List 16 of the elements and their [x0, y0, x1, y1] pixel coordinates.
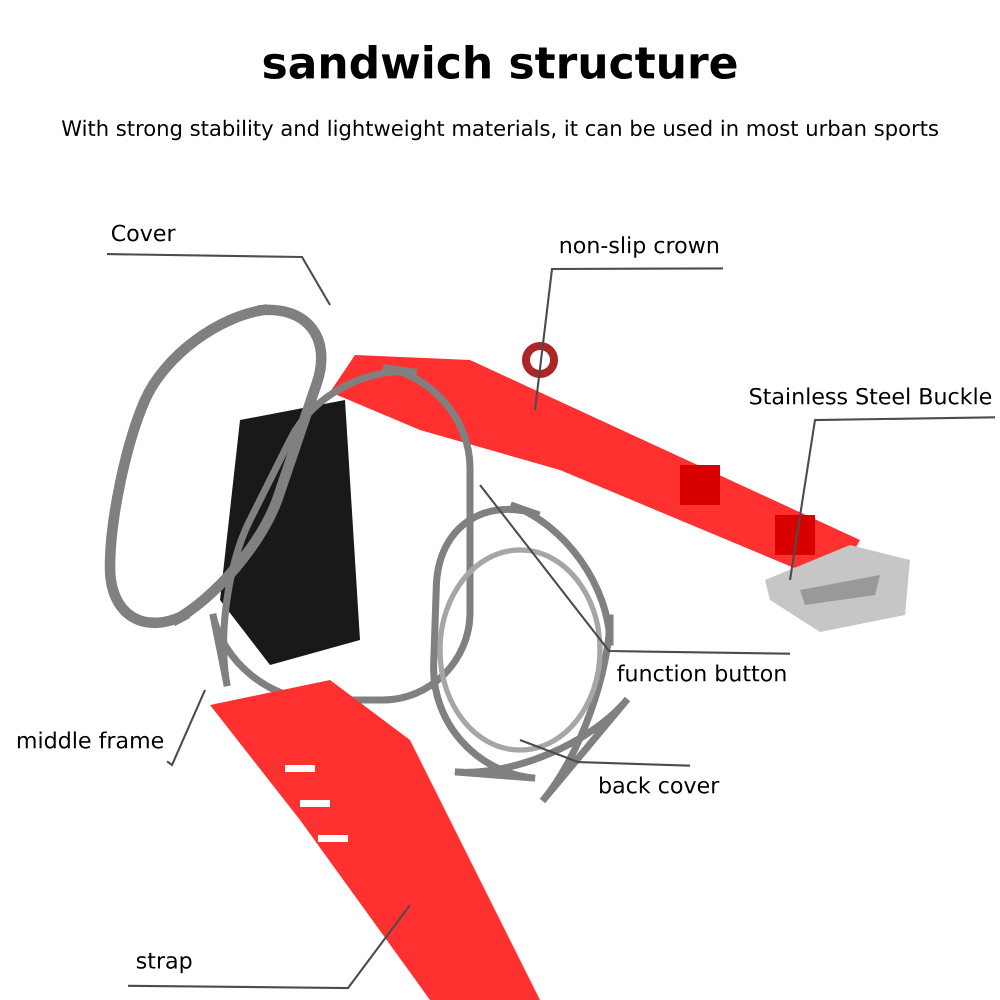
- part-label: back cover: [600, 776, 720, 794]
- part-label: non-slip crown: [560, 236, 718, 258]
- subtitle: With strong stability and lightweight materials, it can be used in most urban sports: [62, 120, 938, 140]
- part-label: function button: [617, 664, 786, 682]
- leader-line: [106, 253, 331, 306]
- leader-line: [520, 739, 690, 767]
- leader-line: [788, 416, 996, 580]
- title: sandwich structure: [264, 44, 736, 79]
- part-label: Cover: [112, 224, 176, 242]
- leader-line: [166, 690, 206, 767]
- leader-line: [128, 904, 411, 990]
- part-label: middle frame: [18, 731, 164, 749]
- leader-line: [479, 484, 790, 655]
- part-label: strap: [136, 952, 192, 974]
- leader-line: [534, 267, 724, 410]
- part-label: Stainless Steel Buckle: [750, 387, 992, 405]
